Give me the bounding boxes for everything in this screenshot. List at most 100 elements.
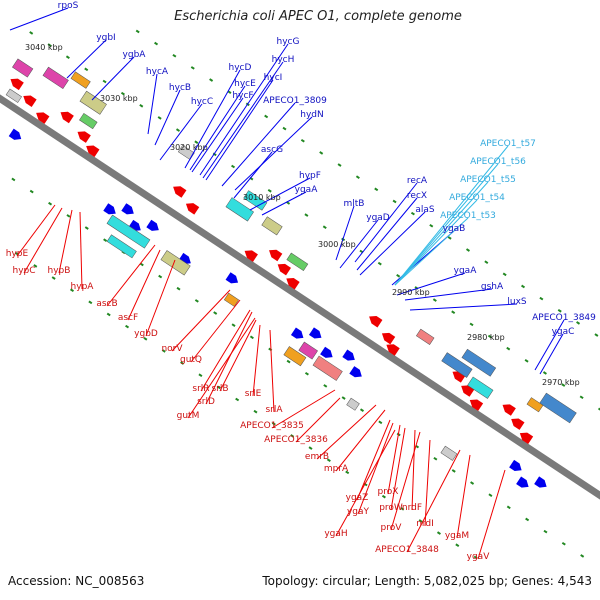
tick-mark xyxy=(521,284,526,289)
reverse-gene-label: hypA xyxy=(71,282,95,292)
tick-mark xyxy=(120,91,125,96)
tick-mark xyxy=(51,276,56,280)
tick-mark xyxy=(172,53,177,58)
forward-gene-label: mltB xyxy=(344,199,365,209)
tick-mark xyxy=(88,300,93,305)
tick-marks xyxy=(11,29,600,560)
tick-mark xyxy=(378,420,383,425)
tick-mark xyxy=(267,188,272,193)
reverse-gene-label: srlE xyxy=(245,389,262,399)
reverse-gene-label: hypC xyxy=(12,266,35,276)
leader-line xyxy=(252,324,261,397)
forward-gene-arrow xyxy=(534,476,547,488)
leader-line xyxy=(295,397,341,443)
leader-line xyxy=(261,191,307,216)
reverse-gene-label: hypB xyxy=(48,266,71,276)
feature-block xyxy=(106,214,151,249)
reverse-gene-label: srlR xyxy=(192,384,209,394)
reverse-gene-label: norV xyxy=(161,344,183,354)
tick-mark xyxy=(561,383,566,387)
reverse-gene-arrow xyxy=(511,418,525,430)
leader-line xyxy=(394,145,509,286)
reverse-gene-label: ygaV xyxy=(467,552,491,562)
tick-mark xyxy=(231,164,236,169)
tick-mark xyxy=(337,163,342,167)
reverse-gene-arrow xyxy=(77,131,91,143)
forward-gene-arrow xyxy=(146,219,159,231)
forward-gene-label: hycF xyxy=(232,91,253,101)
forward-gene-label: APECO1_3849 xyxy=(532,313,596,323)
reverse-gene-arrow xyxy=(23,95,37,107)
tick-mark xyxy=(48,201,53,206)
tick-mark xyxy=(139,262,144,267)
leader-line xyxy=(205,311,253,405)
leader-line xyxy=(394,181,489,286)
feature-block xyxy=(5,88,22,103)
feature-block xyxy=(70,71,91,89)
leader-line xyxy=(159,103,203,161)
tick-mark xyxy=(102,79,107,84)
reverse-gene-label: nrdI xyxy=(416,519,434,529)
tick-mark xyxy=(300,138,305,143)
reverse-gene-arrow xyxy=(469,399,484,411)
leader-line xyxy=(424,439,431,527)
tick-mark xyxy=(29,189,34,194)
leader-line xyxy=(91,56,135,101)
forward-gene-arrow xyxy=(349,366,362,378)
forward-gene-arrow xyxy=(320,346,333,358)
leader-line xyxy=(316,404,377,460)
leader-line xyxy=(409,303,518,311)
tick-mark xyxy=(158,274,163,279)
tick-mark xyxy=(308,446,313,450)
leader-line xyxy=(184,69,241,169)
tick-mark xyxy=(154,41,159,46)
leader-line xyxy=(221,102,296,187)
feature-block xyxy=(440,445,458,461)
reverse-gene-label: ygaZ xyxy=(346,493,369,503)
leader-line xyxy=(199,43,289,176)
forward-gene-arrow xyxy=(516,476,529,488)
forward-gene-label: hycG xyxy=(277,37,300,47)
feature-block xyxy=(286,252,309,272)
tick-mark xyxy=(84,67,89,72)
tick-mark xyxy=(432,298,437,302)
forward-gene-label: hycB xyxy=(169,83,191,93)
leader-line xyxy=(390,431,421,531)
leader-line xyxy=(79,211,83,290)
leader-line xyxy=(58,209,73,274)
tick-mark xyxy=(11,177,16,182)
reverse-gene-label: srlD xyxy=(197,397,215,407)
leader-line xyxy=(9,7,69,31)
forward-gene-label: recA xyxy=(407,176,428,186)
reverse-gene-label: nrdF xyxy=(402,503,422,513)
leader-line xyxy=(191,97,244,173)
leader-line xyxy=(394,217,469,286)
forward-gene-label: ygaB xyxy=(443,224,466,234)
leader-line xyxy=(66,39,107,79)
tick-mark xyxy=(576,321,581,325)
tick-mark xyxy=(377,261,382,266)
leader-line xyxy=(200,309,251,392)
forward-gene-label: gshA xyxy=(481,282,504,292)
tick-mark xyxy=(235,397,240,402)
tick-mark xyxy=(249,335,254,340)
tick-mark xyxy=(161,349,166,353)
forward-gene-label: hycI xyxy=(264,73,283,83)
feature-block xyxy=(346,397,360,411)
leader-line xyxy=(477,469,506,560)
feature-block xyxy=(261,216,283,236)
forward-gene-label: ygaD xyxy=(366,213,390,223)
tick-mark xyxy=(580,554,585,558)
forward-gene-arrow xyxy=(509,459,522,472)
feature-block xyxy=(467,376,494,399)
feature-block xyxy=(441,352,473,378)
tick-mark xyxy=(271,421,276,426)
feature-block xyxy=(312,355,343,381)
reverse-gene-label: emrB xyxy=(305,452,329,462)
tick-mark xyxy=(374,187,379,192)
reverse-gene-label: proV xyxy=(381,523,403,533)
leader-line xyxy=(23,207,63,274)
forward-gene-label: hycD xyxy=(229,63,252,73)
reverse-gene-label: ygaM xyxy=(445,531,469,541)
leader-line xyxy=(357,422,394,515)
